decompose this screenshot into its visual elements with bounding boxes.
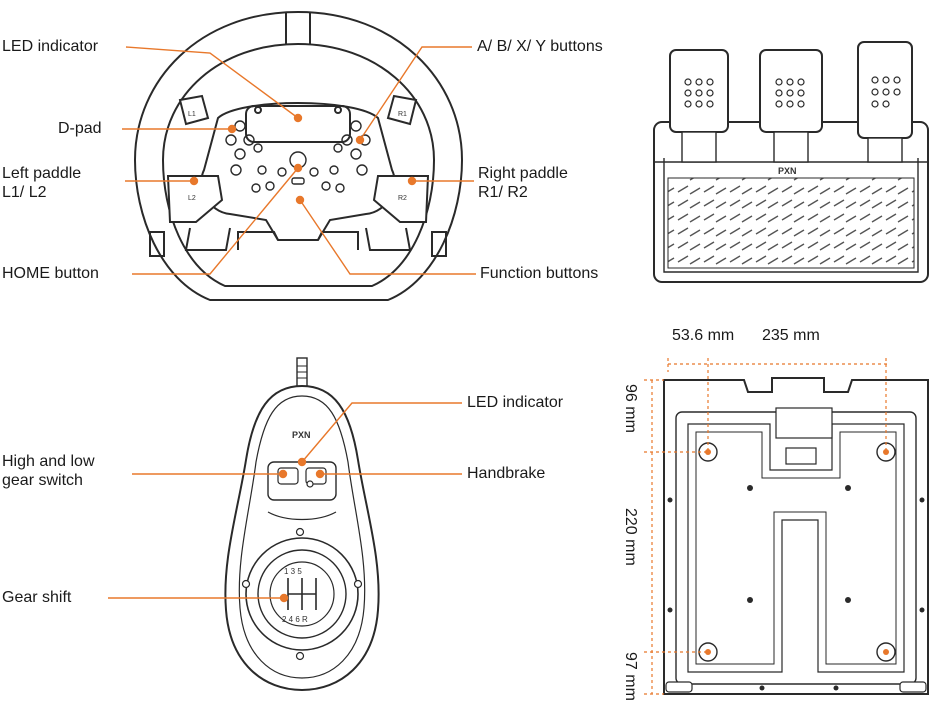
clutch-pedal bbox=[669, 49, 729, 163]
dim-hole-span: 235 mm bbox=[762, 327, 820, 344]
pedal-brand-logo: PXN bbox=[778, 166, 797, 176]
pedal-base-bottom-view bbox=[663, 377, 929, 695]
brake-pedal bbox=[759, 49, 823, 163]
dim-top-offset: 96 mm bbox=[622, 384, 639, 433]
wheel-function-buttons-label: Function buttons bbox=[480, 265, 599, 282]
wheel-paddle-labels: L1 R1 L2 R2 bbox=[188, 111, 407, 202]
wheel-callouts bbox=[122, 46, 476, 275]
gear-shift-label: Gear shift bbox=[2, 589, 72, 606]
base-dimension-lines bbox=[644, 358, 888, 695]
label-r2: R2 bbox=[398, 195, 407, 202]
label-l2: L2 bbox=[188, 195, 196, 202]
dim-bottom-offset: 97 mm bbox=[622, 652, 639, 701]
wheel-right-paddle-label: Right paddle R1/ R2 bbox=[478, 164, 568, 202]
right-paddle-line1: Right paddle bbox=[478, 165, 568, 182]
label-r1: R1 bbox=[398, 111, 407, 118]
base-hole-markers bbox=[705, 449, 889, 655]
gear-switch-line1: High and low bbox=[2, 453, 95, 470]
gear-pattern-top: 1 3 5 bbox=[284, 567, 302, 576]
left-paddle-line2: L1/ L2 bbox=[2, 184, 47, 201]
pedal-set bbox=[653, 41, 929, 283]
wheel-dpad-label: D-pad bbox=[58, 120, 102, 137]
right-paddle-line2: R1/ R2 bbox=[478, 184, 528, 201]
gear-pattern-bottom: 2 4 6 R bbox=[282, 615, 308, 624]
gear-switch-label: High and low gear switch bbox=[2, 452, 95, 490]
left-paddle-line1: Left paddle bbox=[2, 165, 82, 182]
label-l1: L1 bbox=[188, 111, 196, 118]
wheel-led-indicator-label: LED indicator bbox=[2, 38, 99, 55]
shifter-handbrake-unit bbox=[224, 357, 380, 692]
shifter-brand-logo: PXN bbox=[292, 430, 311, 440]
handbrake-label: Handbrake bbox=[467, 465, 546, 482]
wheel-home-button-label: HOME button bbox=[2, 265, 99, 282]
gear-switch-line2: gear switch bbox=[2, 472, 83, 489]
wheel-abxy-buttons-label: A/ B/ X/ Y buttons bbox=[477, 38, 603, 55]
shifter-led-indicator-label: LED indicator bbox=[467, 394, 564, 411]
dim-left-offset: 53.6 mm bbox=[672, 327, 735, 344]
shifter-callouts bbox=[108, 402, 462, 603]
wheel-left-paddle-label: Left paddle L1/ L2 bbox=[2, 164, 81, 202]
dim-hole-vertical: 220 mm bbox=[622, 508, 639, 566]
shifter-texts: PXN 1 3 5 2 4 6 R bbox=[282, 430, 311, 624]
throttle-pedal bbox=[857, 41, 913, 163]
steering-wheel bbox=[133, 10, 464, 301]
